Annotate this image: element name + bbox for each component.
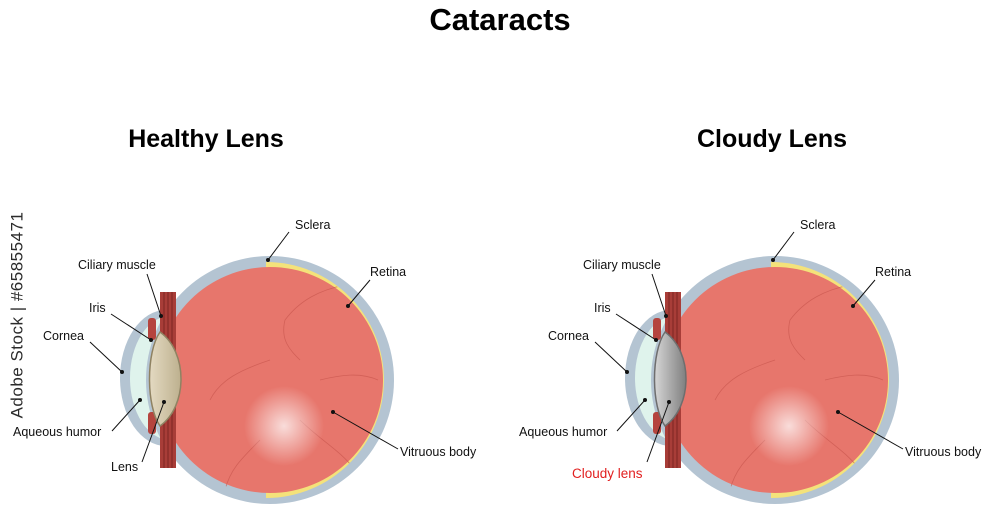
label-retina: Retina	[370, 265, 407, 279]
label-iris: Iris	[89, 301, 106, 315]
label-sclera: Sclera	[295, 218, 331, 232]
leader-lines-right	[594, 231, 904, 463]
lens	[148, 330, 182, 428]
cloudy-lens-heading: Cloudy Lens	[696, 125, 847, 153]
vitreous-body	[157, 267, 383, 493]
label-vitreous-body: Vitruous body	[905, 445, 982, 459]
label-aqueous-humor: Aqueous humor	[519, 425, 608, 439]
leader-dots-right	[625, 258, 855, 414]
label-ciliary-muscle: Ciliary muscle	[78, 258, 156, 272]
leader-dots-left	[120, 258, 350, 414]
vitreous-body	[662, 267, 888, 493]
label-aqueous-humor: Aqueous humor	[13, 425, 102, 439]
label-sclera: Sclera	[800, 218, 836, 232]
iris-top	[148, 318, 156, 340]
leader-lines-left	[89, 231, 399, 463]
label-retina: Retina	[875, 265, 912, 279]
eye-right	[625, 256, 899, 504]
iris-top	[653, 318, 661, 340]
label-vitreous-body: Vitruous body	[400, 445, 477, 459]
label-iris: Iris	[594, 301, 611, 315]
label-cloudy-lens: Cloudy lens	[572, 466, 643, 481]
healthy-lens-heading: Healthy Lens	[128, 125, 284, 153]
label-lens: Lens	[111, 460, 139, 474]
label-cornea: Cornea	[548, 329, 589, 343]
label-ciliary-muscle: Ciliary muscle	[583, 258, 661, 272]
page-title: Cataracts	[429, 2, 571, 37]
vitreous-glow	[244, 386, 324, 466]
eye-left	[120, 256, 394, 504]
label-cornea: Cornea	[43, 329, 84, 343]
vitreous-glow	[749, 386, 829, 466]
cloudy-lens	[653, 330, 687, 428]
